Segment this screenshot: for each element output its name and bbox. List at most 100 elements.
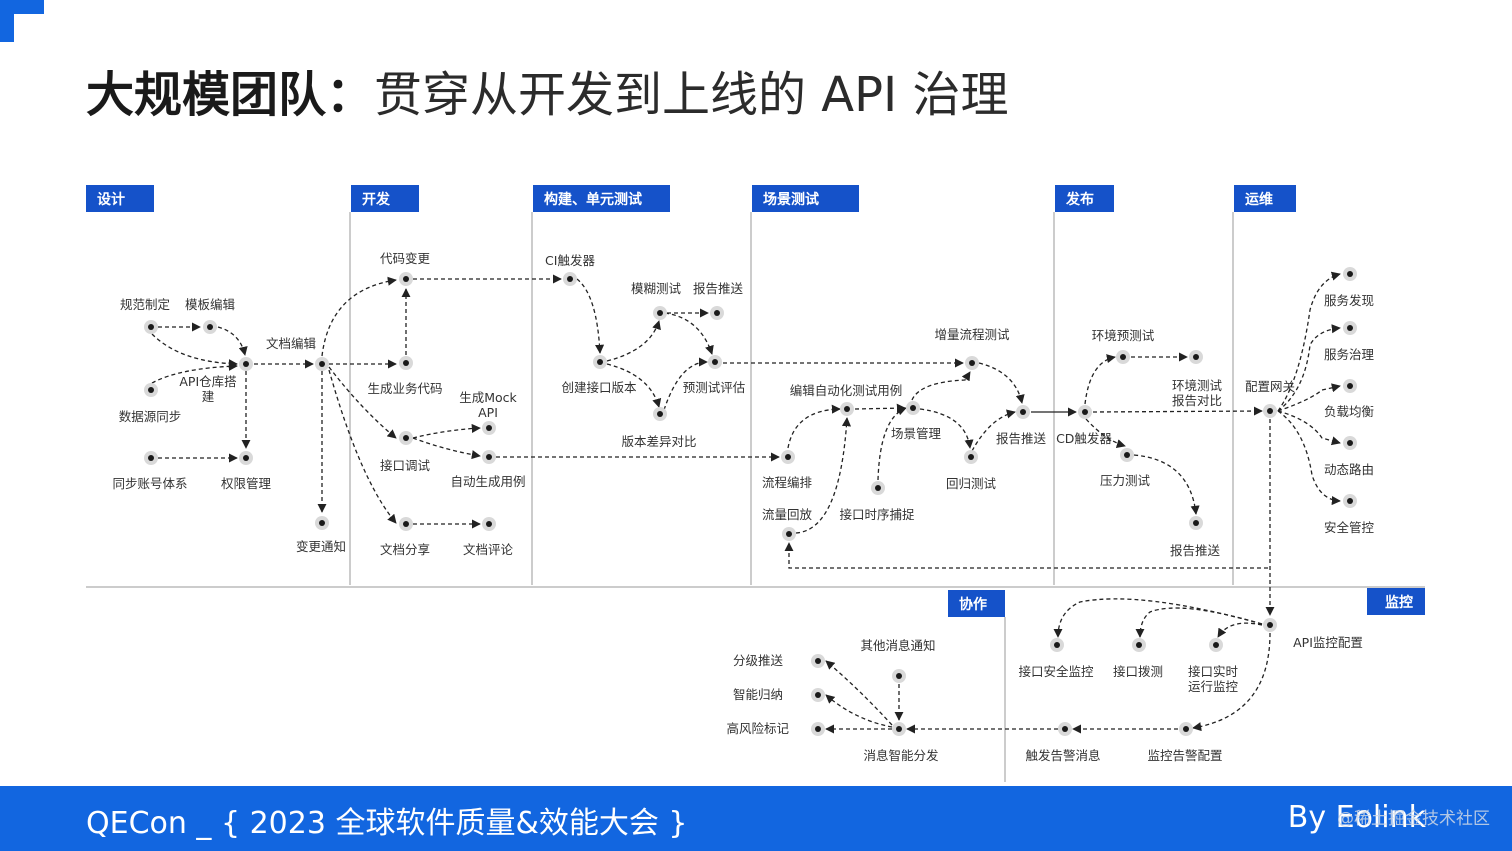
label-secctl: 安全管控	[1324, 520, 1375, 535]
node-induce	[811, 688, 825, 702]
node-spec	[144, 320, 158, 334]
stage-ops-label: 运维	[1245, 191, 1273, 208]
stage-ops-tag: 运维	[1234, 185, 1296, 212]
label-report2: 报告推送	[996, 431, 1047, 446]
label-autocase: 自动生成用例	[450, 474, 525, 489]
label-apimon: API监控配置	[1293, 635, 1363, 650]
label-dispatch: 消息智能分发	[863, 748, 939, 763]
label-route: 动态路由	[1324, 462, 1374, 477]
stage-design-tag: 设计	[86, 185, 154, 212]
node-report1	[710, 306, 724, 320]
node-dispatch	[892, 722, 906, 736]
node-rt	[1209, 638, 1223, 652]
stage-release-label: 发布	[1065, 191, 1094, 208]
node-doccomment	[482, 517, 496, 531]
stage-monitor-tag: 监控	[1367, 588, 1425, 615]
label-seqcap: 接口时序捕捉	[839, 507, 915, 522]
node-datasource	[144, 383, 158, 397]
node-autocase	[482, 450, 496, 464]
label-codechange: 代码变更	[380, 251, 431, 266]
label-account: 同步账号体系	[112, 476, 187, 491]
node-editcase	[840, 402, 854, 416]
footer-conference: QECon _ { 2023 全球软件质量&效能大会 }	[86, 806, 688, 841]
node-ci	[563, 272, 577, 286]
node-replay	[782, 527, 796, 541]
stage-scenario-label: 场景测试	[763, 191, 819, 208]
label-debug: 接口调试	[380, 458, 431, 473]
label-repo-1: API仓库搭	[179, 374, 237, 389]
stage-build-tag: 构建、单元测试	[533, 185, 670, 212]
label-alarmcfg: 监控告警配置	[1147, 748, 1222, 763]
node-report2	[1016, 405, 1030, 419]
label-flow: 流程编排	[762, 475, 813, 490]
label-spec: 规范制定	[120, 297, 170, 312]
label-report1: 报告推送	[693, 281, 744, 296]
node-seqcap	[871, 481, 885, 495]
node-docshare	[399, 517, 413, 531]
label-tier: 分级推送	[733, 653, 784, 668]
node-gateway	[1263, 404, 1277, 418]
label-editcase: 编辑自动化测试用例	[790, 383, 903, 398]
title-bold: 大规模团队：	[86, 67, 375, 123]
stage-collab-tag: 协作	[948, 590, 1005, 617]
node-template	[203, 320, 217, 334]
node-repo	[239, 357, 253, 371]
label-scene: 场景管理	[891, 426, 942, 441]
stage-monitor-label: 监控	[1385, 594, 1413, 611]
node-notify	[315, 516, 329, 530]
node-docedit	[315, 357, 329, 371]
label-rt-1: 接口实时	[1188, 664, 1239, 679]
node-route	[1343, 436, 1357, 450]
node-govern	[1343, 321, 1357, 335]
node-discover	[1343, 267, 1357, 281]
node-probe	[1132, 638, 1146, 652]
label-createver: 创建接口版本	[561, 380, 637, 395]
stage-release-tag: 发布	[1055, 185, 1114, 212]
separators	[86, 212, 1425, 782]
node-alarmmsg	[1058, 722, 1072, 736]
node-report3	[1189, 516, 1203, 530]
footer-bar: QECon _ { 2023 全球软件质量&效能大会 } By Eolink @…	[0, 786, 1512, 851]
node-envrep	[1189, 350, 1203, 364]
label-othermsg: 其他消息通知	[860, 638, 935, 653]
node-lb	[1343, 379, 1357, 393]
label-cd: CD触发器	[1056, 431, 1112, 446]
label-replay: 流量回放	[762, 507, 813, 522]
stage-design-label: 设计	[97, 191, 125, 208]
node-scene	[906, 401, 920, 415]
stage-scenario-tag: 场景测试	[752, 185, 859, 212]
stage-develop-tag: 开发	[351, 185, 419, 212]
label-govern: 服务治理	[1324, 347, 1375, 362]
node-codechange	[399, 272, 413, 286]
label-envpre: 环境预测试	[1092, 328, 1155, 343]
label-diffver: 版本差异对比	[621, 434, 696, 449]
label-induce: 智能归纳	[733, 687, 783, 702]
node-fuzz	[653, 306, 667, 320]
edges	[151, 271, 1341, 734]
footer-brand: By Eolink	[1287, 800, 1426, 835]
label-notify: 变更通知	[296, 539, 346, 554]
stage-build-label: 构建、单元测试	[544, 191, 642, 208]
stage-collab-label: 协作	[959, 596, 987, 613]
node-diffver	[653, 407, 667, 421]
label-datasource: 数据源同步	[119, 409, 182, 424]
node-genbiz	[399, 356, 413, 370]
node-secmon	[1050, 638, 1064, 652]
label-mock-2: API	[478, 405, 498, 420]
label-secmon: 接口安全监控	[1018, 664, 1094, 679]
node-incflow	[965, 356, 979, 370]
label-regress: 回归测试	[946, 476, 997, 491]
corner-accent	[0, 0, 44, 42]
label-docedit: 文档编辑	[266, 336, 316, 351]
label-mock-1: 生成Mock	[459, 390, 517, 405]
label-report3: 报告推送	[1170, 543, 1221, 558]
label-docshare: 文档分享	[380, 542, 430, 557]
label-probe: 接口拨测	[1113, 664, 1163, 679]
label-envrep-2: 报告对比	[1172, 393, 1222, 408]
node-cd	[1078, 405, 1092, 419]
page-title: 大规模团队：贯穿从开发到上线的 API 治理	[86, 62, 1008, 128]
label-gateway: 配置网关	[1245, 379, 1295, 394]
label-alarmmsg: 触发告警消息	[1025, 748, 1100, 763]
node-flow	[781, 450, 795, 464]
